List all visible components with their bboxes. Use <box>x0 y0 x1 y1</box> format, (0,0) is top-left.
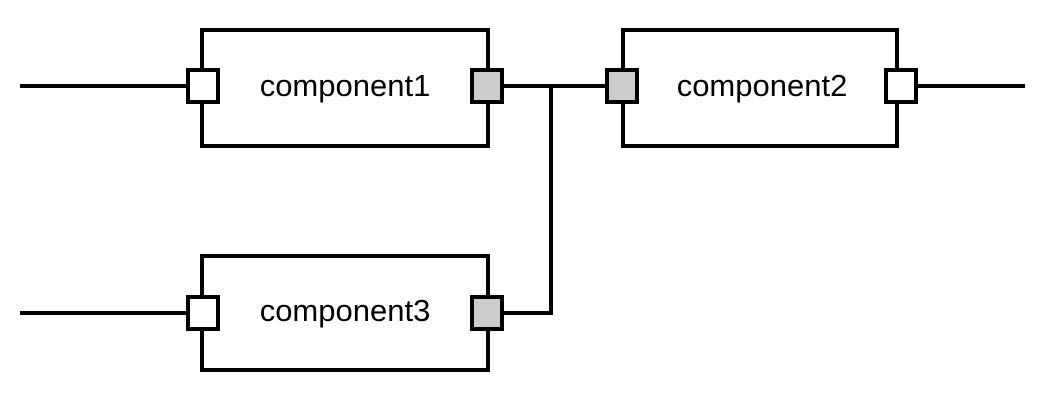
component2-label: component2 <box>677 68 848 103</box>
component3-label: component3 <box>260 293 431 328</box>
connector-layer <box>20 84 1025 315</box>
component-component3[interactable]: component3 <box>186 254 504 372</box>
component-component2[interactable]: component2 <box>605 28 918 148</box>
component1-left-port[interactable] <box>186 68 220 104</box>
component2-left-port[interactable] <box>605 68 639 104</box>
component3-right-port[interactable] <box>470 295 504 331</box>
component1-right-port[interactable] <box>470 68 504 104</box>
component3-left-port[interactable] <box>186 295 220 331</box>
wire-component3-branch[interactable] <box>502 86 553 315</box>
component1-box[interactable] <box>200 28 490 148</box>
component-component1[interactable]: component1 <box>186 28 504 148</box>
component1-label: component1 <box>260 68 431 103</box>
component2-right-port[interactable] <box>884 68 918 104</box>
component3-box[interactable] <box>200 254 490 372</box>
